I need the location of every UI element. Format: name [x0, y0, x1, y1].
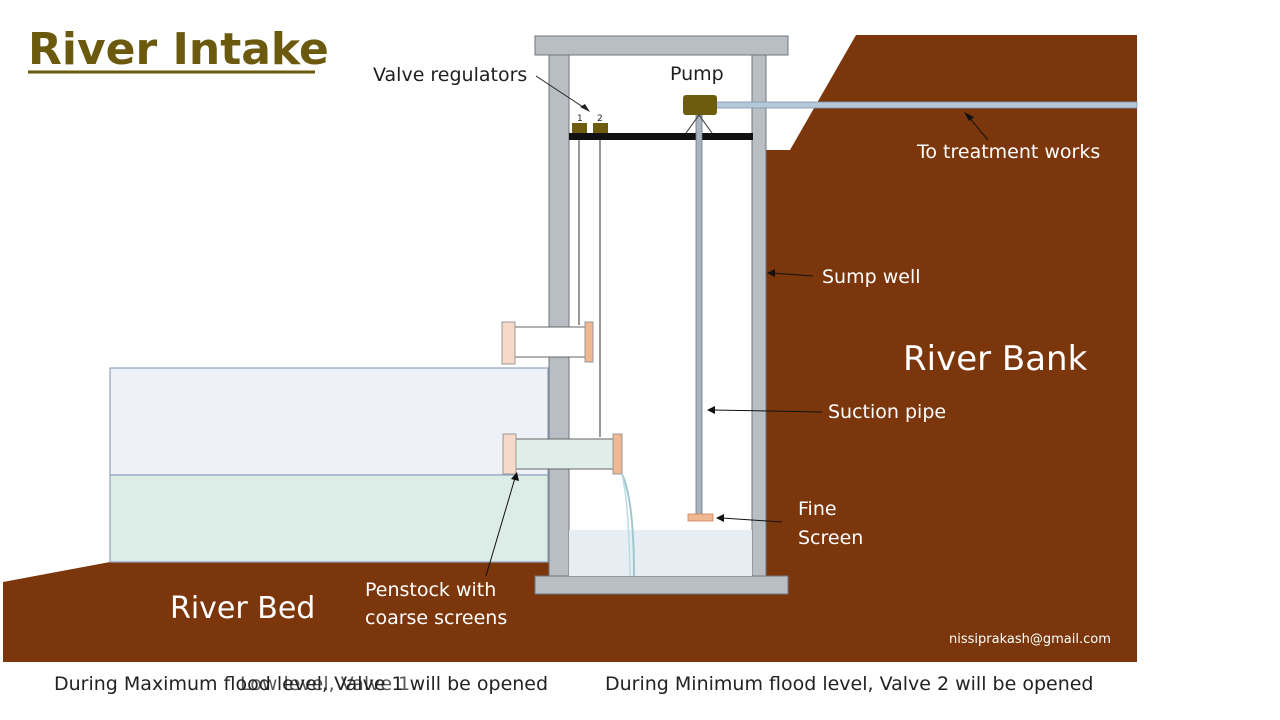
- upper-penstock-valve-flange: [584, 321, 594, 363]
- suction-pipe-arrowhead: [707, 406, 715, 414]
- valve-platform: [569, 133, 753, 140]
- sump-well-floor: [534, 575, 789, 595]
- suction-pipe-label: Suction pipe: [828, 401, 946, 423]
- fine-screen-leader: [721, 517, 783, 523]
- fine-screen-arrowhead: [716, 514, 724, 522]
- pump-label: Pump: [670, 63, 724, 85]
- treatment-works-arrowhead: [964, 112, 974, 121]
- penstock-label-line2: coarse screens: [365, 607, 507, 629]
- valve-regulators-arrowhead: [580, 104, 590, 112]
- suction-pipe-leader: [711, 409, 823, 413]
- pump-brace-left: [685, 114, 700, 134]
- penstock-label-line1: Penstock with: [365, 579, 496, 601]
- inflow-stream-inner: [621, 473, 631, 577]
- pump-body: [683, 95, 717, 115]
- max-flood-caption: During Maximum flood level, Valve 1 will…: [54, 673, 549, 695]
- sump-well-leader: [771, 272, 814, 277]
- to-treatment-works-label: To treatment works: [916, 141, 1100, 163]
- min-flood-caption: During Minimum flood level, Valve 2 will…: [605, 673, 1094, 695]
- treatment-works-leader: [967, 115, 989, 141]
- sump-well-right-wall: [751, 54, 767, 578]
- river-bank-label: River Bank: [903, 339, 1088, 379]
- valve-regulators-leader: [535, 75, 587, 110]
- suction-pipe: [695, 114, 703, 516]
- river-bed-earth: [3, 562, 548, 662]
- river-bank-earth: [548, 35, 1137, 662]
- valve-1-number: 1: [577, 114, 583, 124]
- penstock-leader: [485, 477, 516, 577]
- sump-water: [569, 530, 752, 576]
- valve-regulators-label: Valve regulators: [373, 64, 527, 86]
- delivery-pipe: [711, 101, 1138, 109]
- sump-well-label: Sump well: [822, 266, 921, 288]
- low-level-water: [109, 474, 549, 563]
- lower-penstock-pipe: [513, 438, 615, 470]
- high-flood-water: [109, 367, 549, 476]
- valve-regulator-2: [593, 123, 608, 133]
- lower-penstock-valve-flange: [612, 433, 623, 475]
- pump-brace-right: [698, 114, 713, 134]
- fine-screen: [687, 513, 714, 522]
- fine-screen-label-line1: Fine: [798, 498, 837, 520]
- sump-well-arrowhead: [767, 269, 775, 277]
- low-level-overlay-caption: Low level, Valve 1: [240, 673, 411, 695]
- valve-regulator-1: [572, 123, 587, 133]
- river-bed-label: River Bed: [170, 591, 315, 626]
- diagram-title: River Intake: [28, 24, 329, 75]
- inflow-stream: [621, 473, 635, 577]
- lower-penstock-screen-outer: [502, 433, 517, 475]
- sump-well-roof: [534, 35, 789, 56]
- valve-2-number: 2: [597, 114, 603, 124]
- penstock-arrowhead: [511, 472, 519, 481]
- sump-well-left-wall: [548, 54, 570, 578]
- upper-penstock-screen-outer: [501, 321, 516, 365]
- upper-penstock-pipe: [513, 326, 587, 358]
- fine-screen-label-line2: Screen: [798, 527, 863, 549]
- author-email: nissiprakash@gmail.com: [949, 632, 1111, 647]
